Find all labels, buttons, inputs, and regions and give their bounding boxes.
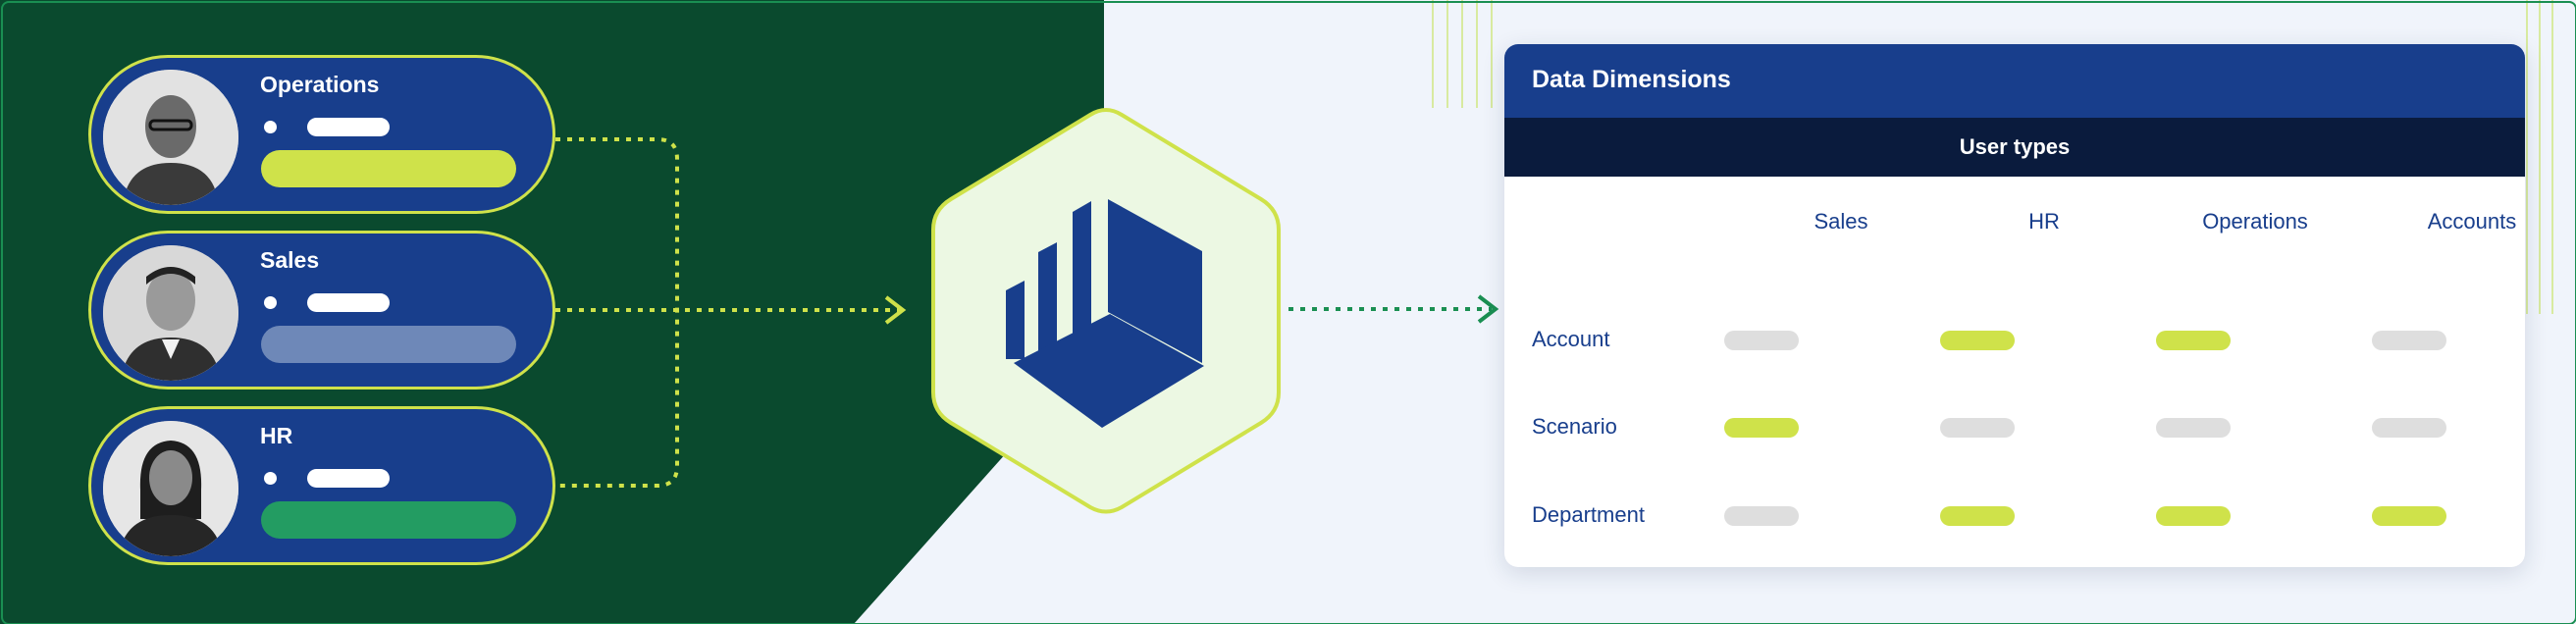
person-photo-icon [103,70,238,205]
user-card-operations: Operations [88,55,555,214]
column-header-accounts: Accounts [2427,209,2517,234]
status-pill-account-hr [1940,331,2015,350]
user-card-sales: Sales [88,231,555,390]
row-label-account: Account [1532,327,1610,351]
progress-bar [261,326,516,363]
status-pill-department-accounts [2372,506,2446,526]
status-pill-account-operations [2156,331,2231,350]
column-header-sales: Sales [1814,209,1868,234]
status-pill-scenario-operations [2156,418,2231,438]
placeholder-pill [307,293,390,312]
decorative-stripes [1432,0,2553,314]
status-pill-scenario-accounts [2372,418,2446,438]
hub-hexagon [931,107,1281,514]
column-header-operations: Operations [2202,209,2308,234]
panel-title: Data Dimensions [1532,66,1731,93]
row-label-department: Department [1532,502,1645,527]
status-pill-account-sales [1724,331,1799,350]
status-pill-scenario-sales [1724,418,1799,438]
status-dot [264,472,277,485]
status-pill-department-hr [1940,506,2015,526]
card-title: Operations [260,72,380,97]
column-header-hr: HR [2028,209,2060,234]
progress-bar [261,150,516,187]
card-title: HR [260,423,293,448]
person-photo-icon [103,245,238,381]
user-card-hr: HR [88,406,555,565]
data-dimensions-panel: Data Dimensions User types Sales HR Oper… [1504,44,2525,567]
avatar [103,70,238,205]
avatar [103,421,238,556]
row-label-scenario: Scenario [1532,414,1617,439]
status-pill-department-sales [1724,506,1799,526]
status-pill-scenario-hr [1940,418,2015,438]
table-subheader: User types [1504,118,2525,177]
status-pill-account-accounts [2372,331,2446,350]
progress-bar [261,501,516,539]
card-title: Sales [260,247,320,273]
placeholder-pill [307,469,390,488]
placeholder-pill [307,118,390,136]
status-dot [264,121,277,133]
status-dot [264,296,277,309]
avatar [103,245,238,381]
panel-header: Data Dimensions [1504,44,2525,118]
person-photo-icon [103,421,238,556]
cube-bar-chart-icon [1006,199,1204,428]
status-pill-department-operations [2156,506,2231,526]
